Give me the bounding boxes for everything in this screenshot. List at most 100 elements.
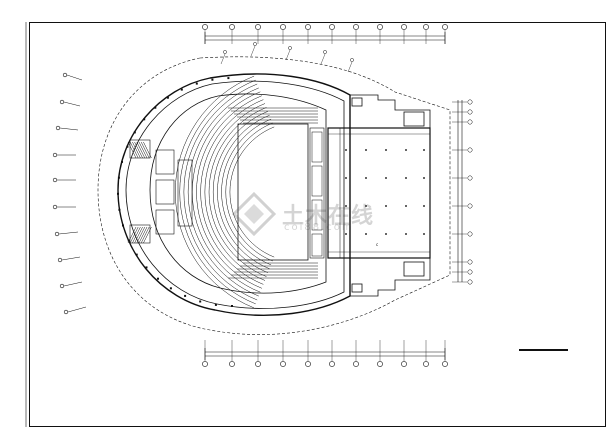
grid-dot xyxy=(365,177,367,179)
grid-bubble xyxy=(467,99,473,105)
column xyxy=(184,294,187,297)
seat-row-arc xyxy=(183,83,258,301)
column xyxy=(154,106,157,109)
axis-bubble xyxy=(52,177,58,183)
right-grid-bubbles xyxy=(452,99,473,285)
leader-line xyxy=(347,61,353,73)
seat-row-arc xyxy=(200,99,264,285)
grid-bubble xyxy=(423,361,429,367)
grid-bubble xyxy=(423,24,429,30)
seat-row-arc xyxy=(187,87,259,297)
grid-dot xyxy=(423,205,425,207)
grid-dot xyxy=(405,205,407,207)
grid-dot xyxy=(345,233,347,235)
stair-tread xyxy=(132,141,141,159)
column xyxy=(180,88,183,91)
stair-hatching xyxy=(127,141,152,244)
grid-bubble xyxy=(329,24,335,30)
grid-bubble xyxy=(442,361,448,367)
pit-segments xyxy=(311,131,323,257)
site-outline xyxy=(97,56,451,335)
grid-bubble xyxy=(329,361,335,367)
grid-bubble xyxy=(202,361,208,367)
column xyxy=(227,77,230,80)
grid-bubble xyxy=(467,119,473,125)
seat-row-arc xyxy=(204,103,266,281)
orchestra-pit xyxy=(309,127,325,259)
column xyxy=(133,131,136,134)
sheet-border xyxy=(29,22,606,427)
grid-dot xyxy=(405,149,407,151)
grid-bubble xyxy=(305,24,311,30)
grid-dot xyxy=(385,149,387,151)
leader-bubble xyxy=(288,46,292,50)
stair-tread xyxy=(136,141,146,159)
grid-dot xyxy=(345,149,347,151)
seat-row-arc xyxy=(225,122,273,262)
grid-dot xyxy=(405,233,407,235)
column xyxy=(199,300,202,303)
lobby-rooms xyxy=(129,139,193,244)
grid-bubble xyxy=(353,361,359,367)
grid-bubble xyxy=(467,203,473,209)
stair-tread xyxy=(138,226,148,244)
axis-bubble xyxy=(52,152,58,158)
stair-tread xyxy=(129,141,139,159)
column xyxy=(121,160,123,163)
stair-tread xyxy=(136,226,146,244)
leader-line xyxy=(220,53,226,65)
axis-leader xyxy=(67,306,87,313)
leader-bubble xyxy=(253,42,257,46)
seat-row-arc xyxy=(217,114,270,270)
leader-bubble xyxy=(223,50,227,54)
axis-leader xyxy=(66,74,83,81)
grid-bubble xyxy=(202,24,208,30)
grid-bubble xyxy=(305,361,311,367)
stage-area xyxy=(237,123,309,261)
column xyxy=(122,224,124,227)
seating-rows xyxy=(175,75,318,309)
column xyxy=(214,303,217,306)
axis-bubble xyxy=(59,99,65,105)
bottom-dimension-chain xyxy=(204,348,446,360)
axis-bubble xyxy=(52,204,58,210)
grid-dot xyxy=(423,149,425,151)
top-grid-bubbles xyxy=(202,24,448,73)
stage-house xyxy=(327,127,431,259)
watermark-url: coi88.com xyxy=(284,222,354,233)
grid-bubble xyxy=(377,24,383,30)
grid-bubble xyxy=(467,259,473,265)
grid-dot xyxy=(423,177,425,179)
grid-bubble xyxy=(401,24,407,30)
stair-tread xyxy=(134,226,143,244)
leader-line xyxy=(285,49,291,61)
axis-leader xyxy=(59,127,79,131)
leader-bubble xyxy=(350,58,354,62)
grid-bubble xyxy=(229,24,235,30)
grid-bubble xyxy=(229,361,235,367)
column-dots xyxy=(117,77,233,307)
stair-tread xyxy=(132,226,141,244)
grid-bubble xyxy=(467,231,473,237)
column xyxy=(127,239,130,242)
stage-grid-dots xyxy=(345,149,425,235)
grid-bubble xyxy=(467,175,473,181)
grid-bubble xyxy=(467,109,473,115)
column xyxy=(166,96,169,99)
column xyxy=(118,208,121,211)
grid-bubble xyxy=(467,147,473,153)
seat-row-arc xyxy=(175,75,255,309)
column xyxy=(126,145,129,148)
seat-row-arc xyxy=(179,79,256,305)
seat-row-arc xyxy=(208,107,267,277)
stair-tread xyxy=(138,141,148,159)
grid-bubble xyxy=(353,24,359,30)
bottom-grid-bubbles xyxy=(202,340,448,367)
grid-bubble xyxy=(401,361,407,367)
seat-row-arc xyxy=(229,126,275,258)
column xyxy=(157,277,159,280)
axis-leader xyxy=(63,101,81,107)
seat-row-arc xyxy=(221,118,272,266)
stair-tread xyxy=(140,226,150,244)
